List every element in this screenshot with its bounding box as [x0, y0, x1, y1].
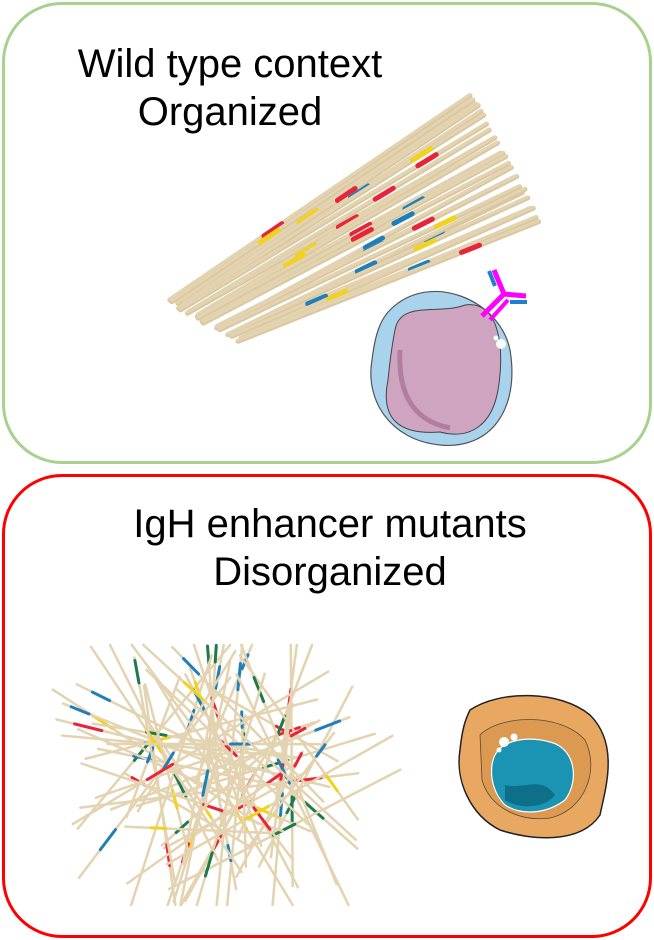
wild-type-title: Wild type context Organized: [20, 40, 440, 136]
stick: [168, 93, 472, 301]
stick-band: [282, 252, 307, 269]
stick: [201, 160, 510, 324]
stick-band: [407, 259, 431, 273]
stick: [239, 205, 535, 339]
stick: [150, 671, 294, 907]
mutant-title: IgH enhancer mutants Disorganized: [60, 500, 600, 596]
stick: [240, 710, 248, 868]
stick-band: [458, 242, 483, 255]
stick-band: [161, 751, 175, 771]
stick: [230, 205, 532, 337]
stick: [124, 825, 271, 835]
stick-band: [236, 662, 242, 692]
stick: [142, 643, 358, 842]
stick-band: [275, 714, 287, 738]
stick-band: [350, 227, 374, 242]
stick-band: [98, 828, 117, 852]
stick: [238, 654, 360, 821]
stick-band: [174, 820, 190, 834]
mutant-subheading: Disorganized: [213, 550, 447, 594]
stick-band: [372, 185, 396, 202]
stick: [180, 103, 480, 306]
stick-band: [334, 185, 358, 203]
stick-band: [362, 235, 386, 251]
stick: [218, 184, 521, 331]
stick: [170, 97, 475, 303]
stick-band: [433, 215, 457, 229]
stick-band: [181, 657, 201, 676]
healthy-b-cell-icon: [370, 269, 527, 446]
stick-band: [323, 772, 339, 793]
stick-band: [214, 665, 222, 691]
mutant-heading: IgH enhancer mutants: [133, 502, 527, 546]
stick-band: [296, 207, 320, 225]
stick-band: [173, 773, 188, 798]
stick-band: [391, 211, 415, 226]
stick-band: [411, 216, 435, 231]
stick-band: [244, 804, 270, 821]
stick: [236, 219, 541, 342]
stick: [71, 670, 330, 826]
stick-band: [261, 221, 285, 239]
stick-band: [326, 288, 349, 302]
stick-band: [252, 806, 272, 831]
stick: [195, 140, 499, 317]
stick: [80, 762, 285, 833]
stick-band: [314, 719, 342, 732]
stick-band: [303, 800, 325, 820]
abnormal-cell-icon: [458, 694, 609, 839]
stick-band: [410, 146, 434, 163]
stick-band: [315, 743, 327, 758]
wild-type-subheading: Organized: [137, 90, 323, 134]
stick-band: [73, 722, 104, 733]
stick-band: [289, 726, 307, 738]
stick-band: [90, 690, 112, 703]
stick-band: [201, 769, 210, 797]
stick-band: [349, 221, 373, 237]
disorganized-sticks-pile: [51, 643, 402, 907]
stick-band: [203, 851, 214, 878]
organized-sticks-bundle: [167, 93, 542, 344]
stick-band: [294, 242, 318, 259]
stick: [226, 195, 530, 336]
antibody-icon: [480, 269, 527, 322]
stick-band: [257, 227, 281, 246]
stick-band: [335, 214, 360, 230]
stick-band: [149, 826, 168, 830]
stick-band: [354, 260, 378, 274]
stick: [165, 734, 394, 866]
wild-type-heading: Wild type context: [77, 42, 383, 86]
stick-band: [182, 680, 207, 704]
stick-band: [413, 238, 437, 252]
stick: [196, 150, 502, 319]
stick-band: [213, 643, 218, 664]
stick: [215, 174, 519, 329]
stick-band: [415, 152, 439, 169]
stick: [235, 750, 304, 878]
stick: [133, 656, 177, 884]
stick-band: [293, 752, 303, 768]
stick-band: [145, 762, 175, 782]
stick: [176, 101, 477, 304]
stick-band: [285, 793, 298, 815]
stick: [177, 112, 486, 309]
stick-band: [305, 293, 329, 307]
stick-band: [133, 658, 141, 685]
stick-band: [69, 705, 91, 716]
stick: [188, 127, 491, 313]
stick: [136, 649, 237, 813]
stick: [196, 135, 497, 316]
